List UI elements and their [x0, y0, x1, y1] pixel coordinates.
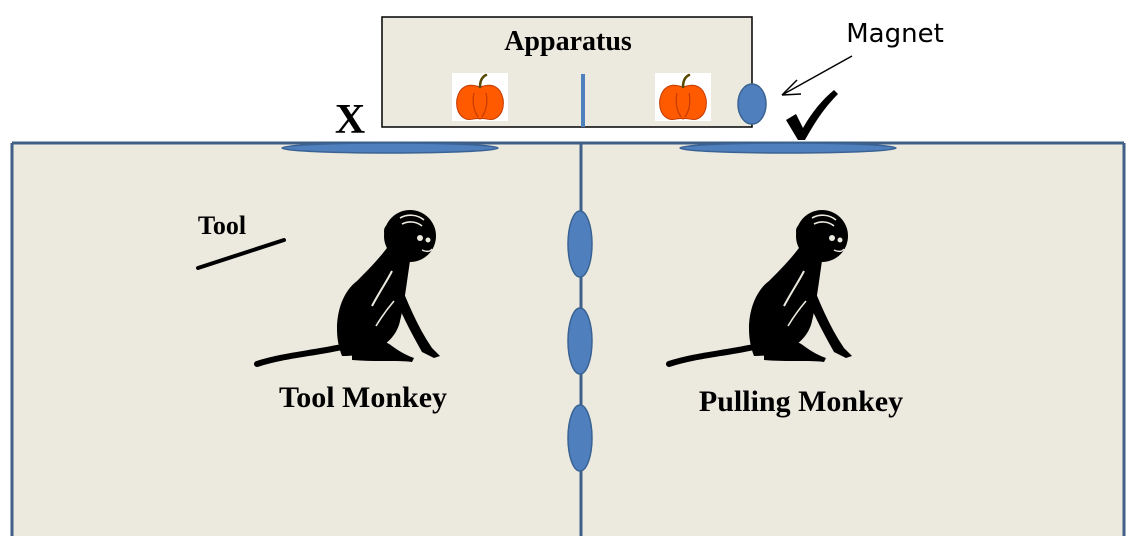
left-opening [281, 142, 499, 154]
pulling-monkey-label: Pulling Monkey [699, 385, 903, 418]
divider-hole-1 [567, 210, 593, 278]
apparatus: Apparatus [381, 16, 753, 128]
magnet-label: Magnet [846, 19, 944, 49]
divider-hole-2 [567, 307, 593, 375]
check-mark-icon [786, 90, 838, 140]
tool-monkey-label: Tool Monkey [279, 381, 447, 414]
divider-hole-3 [567, 404, 593, 472]
apparatus-label: Apparatus [504, 26, 632, 57]
apple-icon [450, 71, 510, 123]
right-opening [679, 142, 897, 154]
tool-stick [196, 238, 286, 270]
tool-label: Tool [198, 211, 246, 240]
magnet [737, 83, 767, 125]
x-mark: X [335, 97, 365, 143]
apple-icon [653, 71, 713, 123]
magnet-arrow [781, 55, 853, 96]
